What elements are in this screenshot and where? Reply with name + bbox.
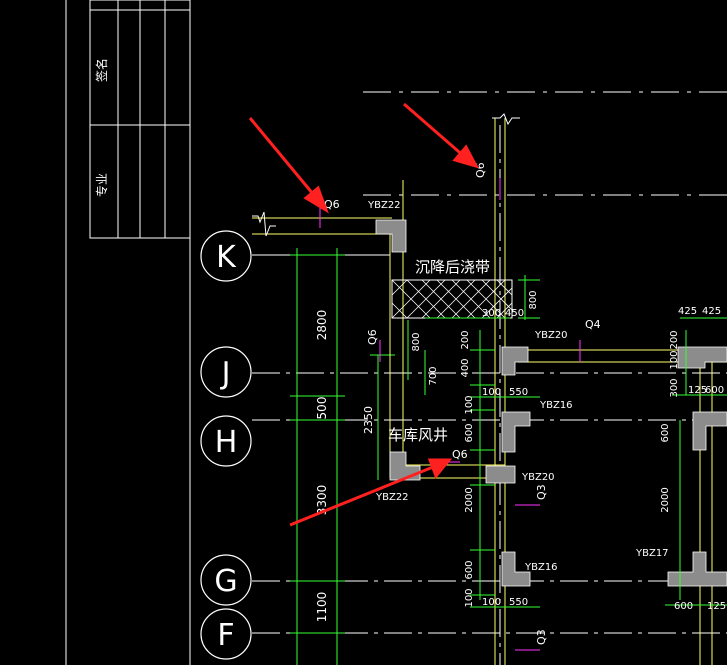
label-q6-mid: Q6 — [366, 329, 379, 345]
break-symbol-left — [252, 211, 276, 237]
dim-800-right: 800 — [528, 290, 539, 309]
dim-100-b: 100 — [464, 395, 475, 414]
axis-bubble-H: H — [200, 415, 252, 467]
dim-2800: 2800 — [315, 310, 329, 341]
dim-800-left: 800 — [411, 332, 422, 351]
axis-bubble-K: K — [200, 230, 252, 282]
left-dimension-chain — [290, 248, 395, 665]
inner-dimension-texts: 800 800 700 300 450 200 400 100 550 100 … — [411, 290, 726, 612]
dim-600-right-mid: 600 — [660, 423, 671, 442]
inner-dimensions — [407, 275, 727, 608]
grid-lines — [252, 91, 727, 665]
red-arrow-2-head — [452, 144, 479, 169]
dim-300: 300 — [482, 308, 501, 319]
garage-shaft-label: 车库风井 — [388, 426, 448, 444]
dim-450: 450 — [505, 308, 524, 319]
red-arrow-3 — [289, 463, 439, 527]
label-ybz16-b: YBZ16 — [524, 562, 558, 573]
red-arrow-1-head — [303, 185, 329, 214]
axis-label-K: K — [216, 240, 237, 275]
dim-100-right: 100 — [669, 350, 680, 369]
column-right-mid — [692, 411, 727, 451]
dim-550-b: 550 — [509, 597, 528, 608]
axis-bubble-G: G — [200, 554, 252, 606]
label-ybz20-b: YBZ20 — [521, 472, 555, 483]
dim-600-a: 600 — [464, 423, 475, 442]
column-ybz20-b — [485, 465, 516, 484]
red-arrow-1 — [248, 117, 320, 201]
dim-1100: 1100 — [315, 592, 329, 623]
dim-425-a: 425 — [678, 306, 697, 317]
column-ybz17 — [667, 551, 727, 587]
axis-label-J: J — [220, 356, 231, 391]
axis-label-G: G — [214, 564, 237, 599]
dim-600-right-bottom: 600 — [674, 601, 693, 612]
column-ybz20-a — [501, 346, 529, 376]
label-q3-b: Q3 — [535, 629, 548, 645]
column-right-top — [677, 346, 727, 369]
dim-125: 125 — [688, 385, 707, 396]
dim-2000-b: 2000 — [660, 487, 671, 512]
dim-200: 200 — [460, 330, 471, 349]
dim-550-a: 550 — [509, 387, 528, 398]
title-block-upper-text: 签名 — [94, 58, 109, 82]
label-ybz17: YBZ17 — [635, 548, 669, 559]
dim-400: 400 — [460, 358, 471, 377]
dim-600-right-top: 600 — [705, 385, 724, 396]
label-q6-top: Q6 — [324, 198, 340, 211]
column-ybz16-a — [501, 411, 531, 453]
break-symbol-top — [492, 113, 520, 126]
label-q4: Q4 — [585, 318, 601, 331]
dim-2000-a: 2000 — [464, 487, 475, 512]
axis-label-F: F — [217, 618, 234, 653]
red-arrow-2 — [403, 102, 467, 160]
drawing-frame — [65, 0, 191, 665]
label-ybz22-bottom: YBZ22 — [375, 492, 409, 503]
axis-bubble-F: F — [200, 608, 252, 660]
dim-300-right: 300 — [669, 378, 680, 397]
dim-700: 700 — [428, 366, 439, 385]
dim-2350: 2350 — [362, 406, 375, 434]
dim-3300: 3300 — [315, 485, 329, 516]
label-ybz22-top: YBZ22 — [367, 200, 401, 211]
dim-100-a: 100 — [482, 387, 501, 398]
label-q6-low: Q6 — [452, 448, 468, 461]
axis-label-H: H — [215, 425, 238, 460]
column-ybz22-top — [375, 219, 407, 253]
dim-200-right: 200 — [669, 330, 680, 349]
dim-425-b: 425 — [702, 306, 721, 317]
title-block-lower-text: 专业 — [94, 173, 109, 197]
annotation-arrows — [248, 102, 479, 527]
label-ybz20-a: YBZ20 — [534, 330, 568, 341]
columns — [375, 219, 727, 587]
dim-600-b: 600 — [464, 560, 475, 579]
dim-500: 500 — [315, 397, 329, 420]
label-ybz16-a: YBZ16 — [539, 400, 573, 411]
dim-100-d: 100 — [482, 597, 501, 608]
wall-tag-lines — [319, 178, 581, 651]
dim-100-c: 100 — [464, 588, 475, 607]
red-arrow-3-head — [427, 458, 453, 479]
column-ybz16-b — [501, 551, 531, 587]
label-q3-a: Q3 — [535, 484, 548, 500]
dim-125-b: 125 — [707, 601, 726, 612]
column-ybz22-bottom — [389, 451, 421, 481]
settlement-band-label: 沉降后浇带 — [415, 258, 490, 276]
axis-bubble-J: J — [200, 346, 252, 398]
